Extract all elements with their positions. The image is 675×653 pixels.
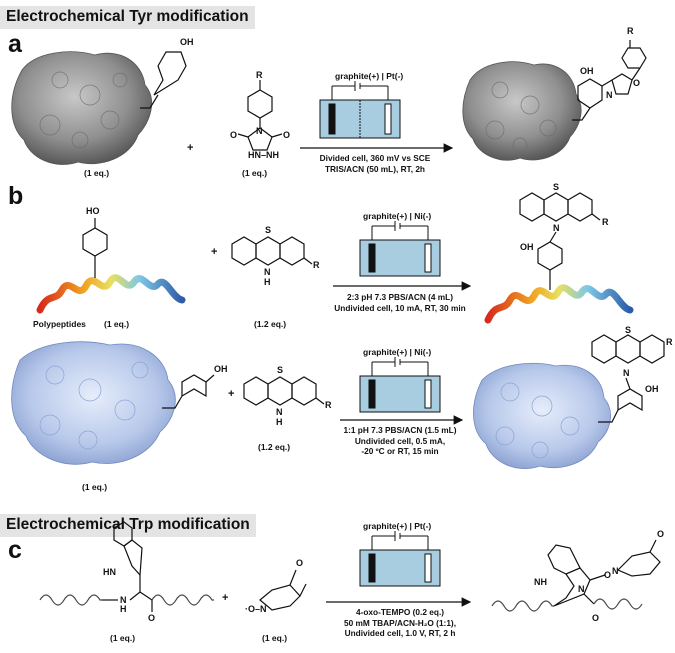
tryptophan-residue — [102, 521, 214, 612]
atom-r-b1: R — [313, 260, 320, 270]
atom-r-product-b2: R — [666, 337, 673, 347]
tyrosine-side-chain-b1 — [82, 218, 108, 278]
electrodes-c: graphite(+) | Pt(-) — [363, 521, 432, 531]
polypeptides-label: Polypeptides — [33, 319, 86, 329]
atom-o-right: O — [283, 130, 290, 140]
protein-eq-a: (1 eq.) — [84, 168, 110, 178]
panel-label-a: a — [8, 30, 22, 58]
atom-o-tempo: O — [296, 558, 303, 568]
panel-label-c: c — [8, 536, 22, 564]
atom-oh-product-a: OH — [580, 66, 594, 76]
protein-surface-blue-left — [11, 341, 176, 465]
atom-s-product-b2: S — [625, 325, 631, 335]
reagent-eq-b1: (1.2 eq.) — [254, 319, 287, 329]
condition-b1-1: 2:3 pH 7.3 PBS/ACN (4 mL) — [346, 292, 454, 302]
plus-b2: + — [228, 388, 235, 400]
atom-n-b1: N — [264, 267, 271, 277]
condition-a-1: Divided cell, 360 mV vs SCE — [319, 153, 431, 163]
urazole-reagent — [237, 80, 283, 151]
atom-oh-b2: OH — [214, 364, 228, 374]
electrochemical-cell-a — [319, 81, 401, 139]
electrochemical-cell-b1 — [359, 221, 441, 277]
plus-b1: + — [211, 246, 218, 258]
polypeptide-helix-right — [484, 284, 634, 324]
condition-b2-2: Undivided cell, 0.5 mA, — [354, 435, 446, 446]
atom-s-b2: S — [277, 365, 283, 375]
atom-r-b2: R — [325, 400, 332, 410]
conditions-a: Divided cell, 360 mV vs SCE TRIS/ACN (50… — [300, 153, 450, 174]
protein-eq-b2: (1 eq.) — [82, 482, 108, 492]
atom-oh-product-b1: OH — [520, 242, 534, 252]
trp-tempo-product — [547, 539, 661, 610]
reagent-eq-a: (1 eq.) — [242, 168, 268, 178]
tyrosine-side-chain-b2 — [162, 374, 215, 409]
atom-n-product-c: N — [578, 584, 585, 594]
phenothiazine-reagent-b1 — [231, 236, 313, 266]
conditions-c: 4-oxo-TEMPO (0.2 eq.) 50 mM TBAP/ACN-H₂O… — [325, 607, 475, 639]
atom-s-product-b1: S — [553, 182, 559, 192]
protein-surface-gray-left — [11, 51, 153, 165]
plus-c: + — [222, 592, 229, 604]
tyr-urazole-product — [572, 40, 647, 121]
peptide-eq-c: (1 eq.) — [110, 633, 136, 643]
atom-o-left: O — [230, 130, 237, 140]
tyr-phenothiazine-product-b1 — [519, 192, 601, 290]
peptide-backbone-right — [491, 600, 554, 612]
atom-r-product-b1: R — [602, 217, 609, 227]
atom-on-tempo: ·O–N — [245, 604, 267, 614]
atom-hn-nh: HN–NH — [248, 150, 279, 160]
peptide-backbone-left — [39, 594, 102, 606]
atom-n-urazole: N — [256, 126, 263, 136]
atom-h-b2: H — [276, 417, 283, 427]
condition-a-2: TRIS/ACN (50 mL), RT, 2h — [324, 163, 426, 174]
atom-r-urazole: R — [256, 70, 263, 80]
atom-ho-b1: HO — [86, 206, 100, 216]
polypeptide-helix-left — [36, 274, 186, 314]
atom-o-ketone-c: O — [657, 529, 664, 539]
tempo-eq-c: (1 eq.) — [262, 633, 288, 643]
tyr-phenothiazine-product-b2 — [591, 334, 665, 423]
electrodes-b1: graphite(+) | Ni(-) — [363, 211, 432, 221]
electrodes-b2: graphite(+) | Ni(-) — [363, 347, 432, 357]
protein-surface-gray-right — [462, 61, 582, 161]
atom-r-product-a: R — [627, 26, 634, 36]
atom-oh-a: OH — [180, 37, 194, 47]
atom-o-product-c: O — [604, 570, 611, 580]
atom-n-b2: N — [276, 407, 283, 417]
header-tyr: Electrochemical Tyr modification — [0, 6, 255, 29]
atom-o-trp: O — [148, 613, 155, 623]
oxo-tempo-reagent — [259, 569, 307, 611]
plus-a: + — [187, 142, 194, 154]
phenothiazine-reagent-b2 — [243, 376, 325, 406]
electrochemical-cell-b2 — [359, 357, 441, 413]
condition-b1-2: Undivided cell, 10 mA, RT, 30 min — [334, 302, 466, 313]
atom-oh-product-b2: OH — [645, 384, 659, 394]
atom-n-product-b2: N — [623, 368, 630, 378]
tyrosine-side-chain-a — [140, 51, 187, 109]
condition-c-1: 4-oxo-TEMPO (0.2 eq.) — [355, 607, 445, 617]
atom-n-trp: N — [120, 595, 127, 605]
condition-b2-1: 1:1 pH 7.3 PBS/ACN (1.5 mL) — [343, 425, 457, 435]
conditions-b2: 1:1 pH 7.3 PBS/ACN (1.5 mL) Undivided ce… — [330, 425, 470, 457]
atom-h-trp: H — [120, 604, 127, 614]
atom-n-product-b1: N — [553, 223, 560, 233]
condition-c-3: Undivided cell, 1.0 V, RT, 2 h — [344, 628, 456, 638]
condition-b2-3: -20 ºC or RT, 15 min — [361, 446, 439, 456]
condition-c-2: 50 mM TBAP/ACN-H₂O (1:1), — [343, 617, 457, 628]
atom-h-b1: H — [264, 277, 271, 287]
conditions-b1: 2:3 pH 7.3 PBS/ACN (4 mL) Undivided cell… — [330, 292, 470, 313]
atom-n-product-a: N — [606, 90, 613, 100]
substrate-eq-b1: (1 eq.) — [104, 319, 130, 329]
atom-o-carbonyl-c: O — [592, 613, 599, 623]
panel-label-b: b — [8, 182, 24, 210]
atom-n-tempo-product: N — [612, 566, 619, 576]
atom-s-b1: S — [265, 225, 271, 235]
atom-hn-trp: HN — [103, 567, 116, 577]
reagent-eq-b2: (1.2 eq.) — [258, 442, 291, 452]
atom-o-product-a: O — [633, 78, 640, 88]
electrodes-a: graphite(+) | Pt(-) — [335, 71, 404, 81]
atom-nh-product-c: NH — [534, 577, 547, 587]
electrochemical-cell-c — [359, 531, 441, 587]
